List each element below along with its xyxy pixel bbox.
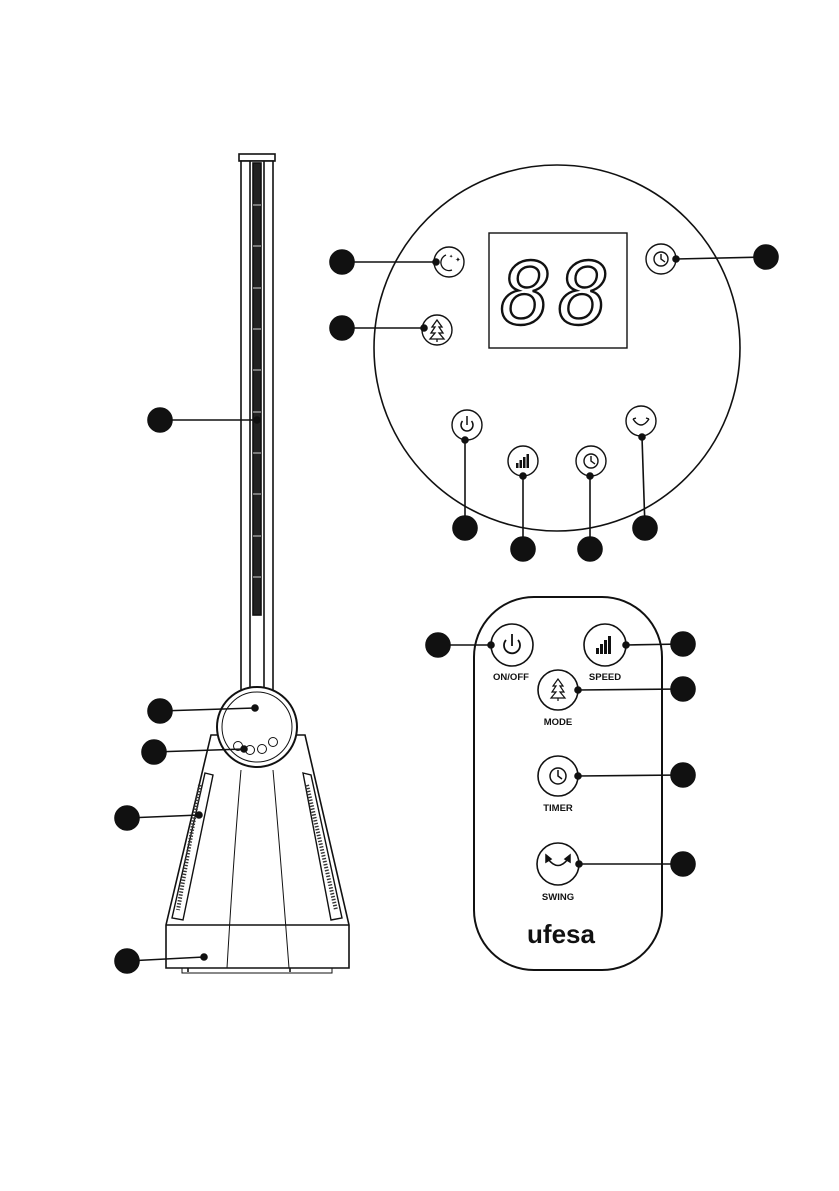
display-digits: 88 <box>500 245 616 345</box>
air-outlet-slot <box>253 163 261 615</box>
panel-swing-button[interactable] <box>626 406 656 436</box>
remote-control: ON/OFF SPEED MODE TIMER SWING ufesa <box>426 597 695 970</box>
control-panel-detail: 88 ✦ ✦ <box>330 165 778 561</box>
timer-label: TIMER <box>543 803 573 814</box>
mode-label: MODE <box>544 717 573 728</box>
on-off-label: ON/OFF <box>493 672 529 683</box>
brand-logo: ufesa <box>527 919 595 949</box>
tower-control-panel <box>217 687 297 767</box>
speed-label: SPEED <box>589 672 621 683</box>
swing-label: SWING <box>542 892 574 903</box>
tower-fan <box>166 154 349 973</box>
svg-text:✦: ✦ <box>449 254 453 260</box>
remote-mode-button[interactable] <box>538 670 578 710</box>
remote-swing-button[interactable] <box>537 843 579 885</box>
svg-text:✦: ✦ <box>455 256 461 264</box>
tower-top-cap <box>239 154 275 161</box>
